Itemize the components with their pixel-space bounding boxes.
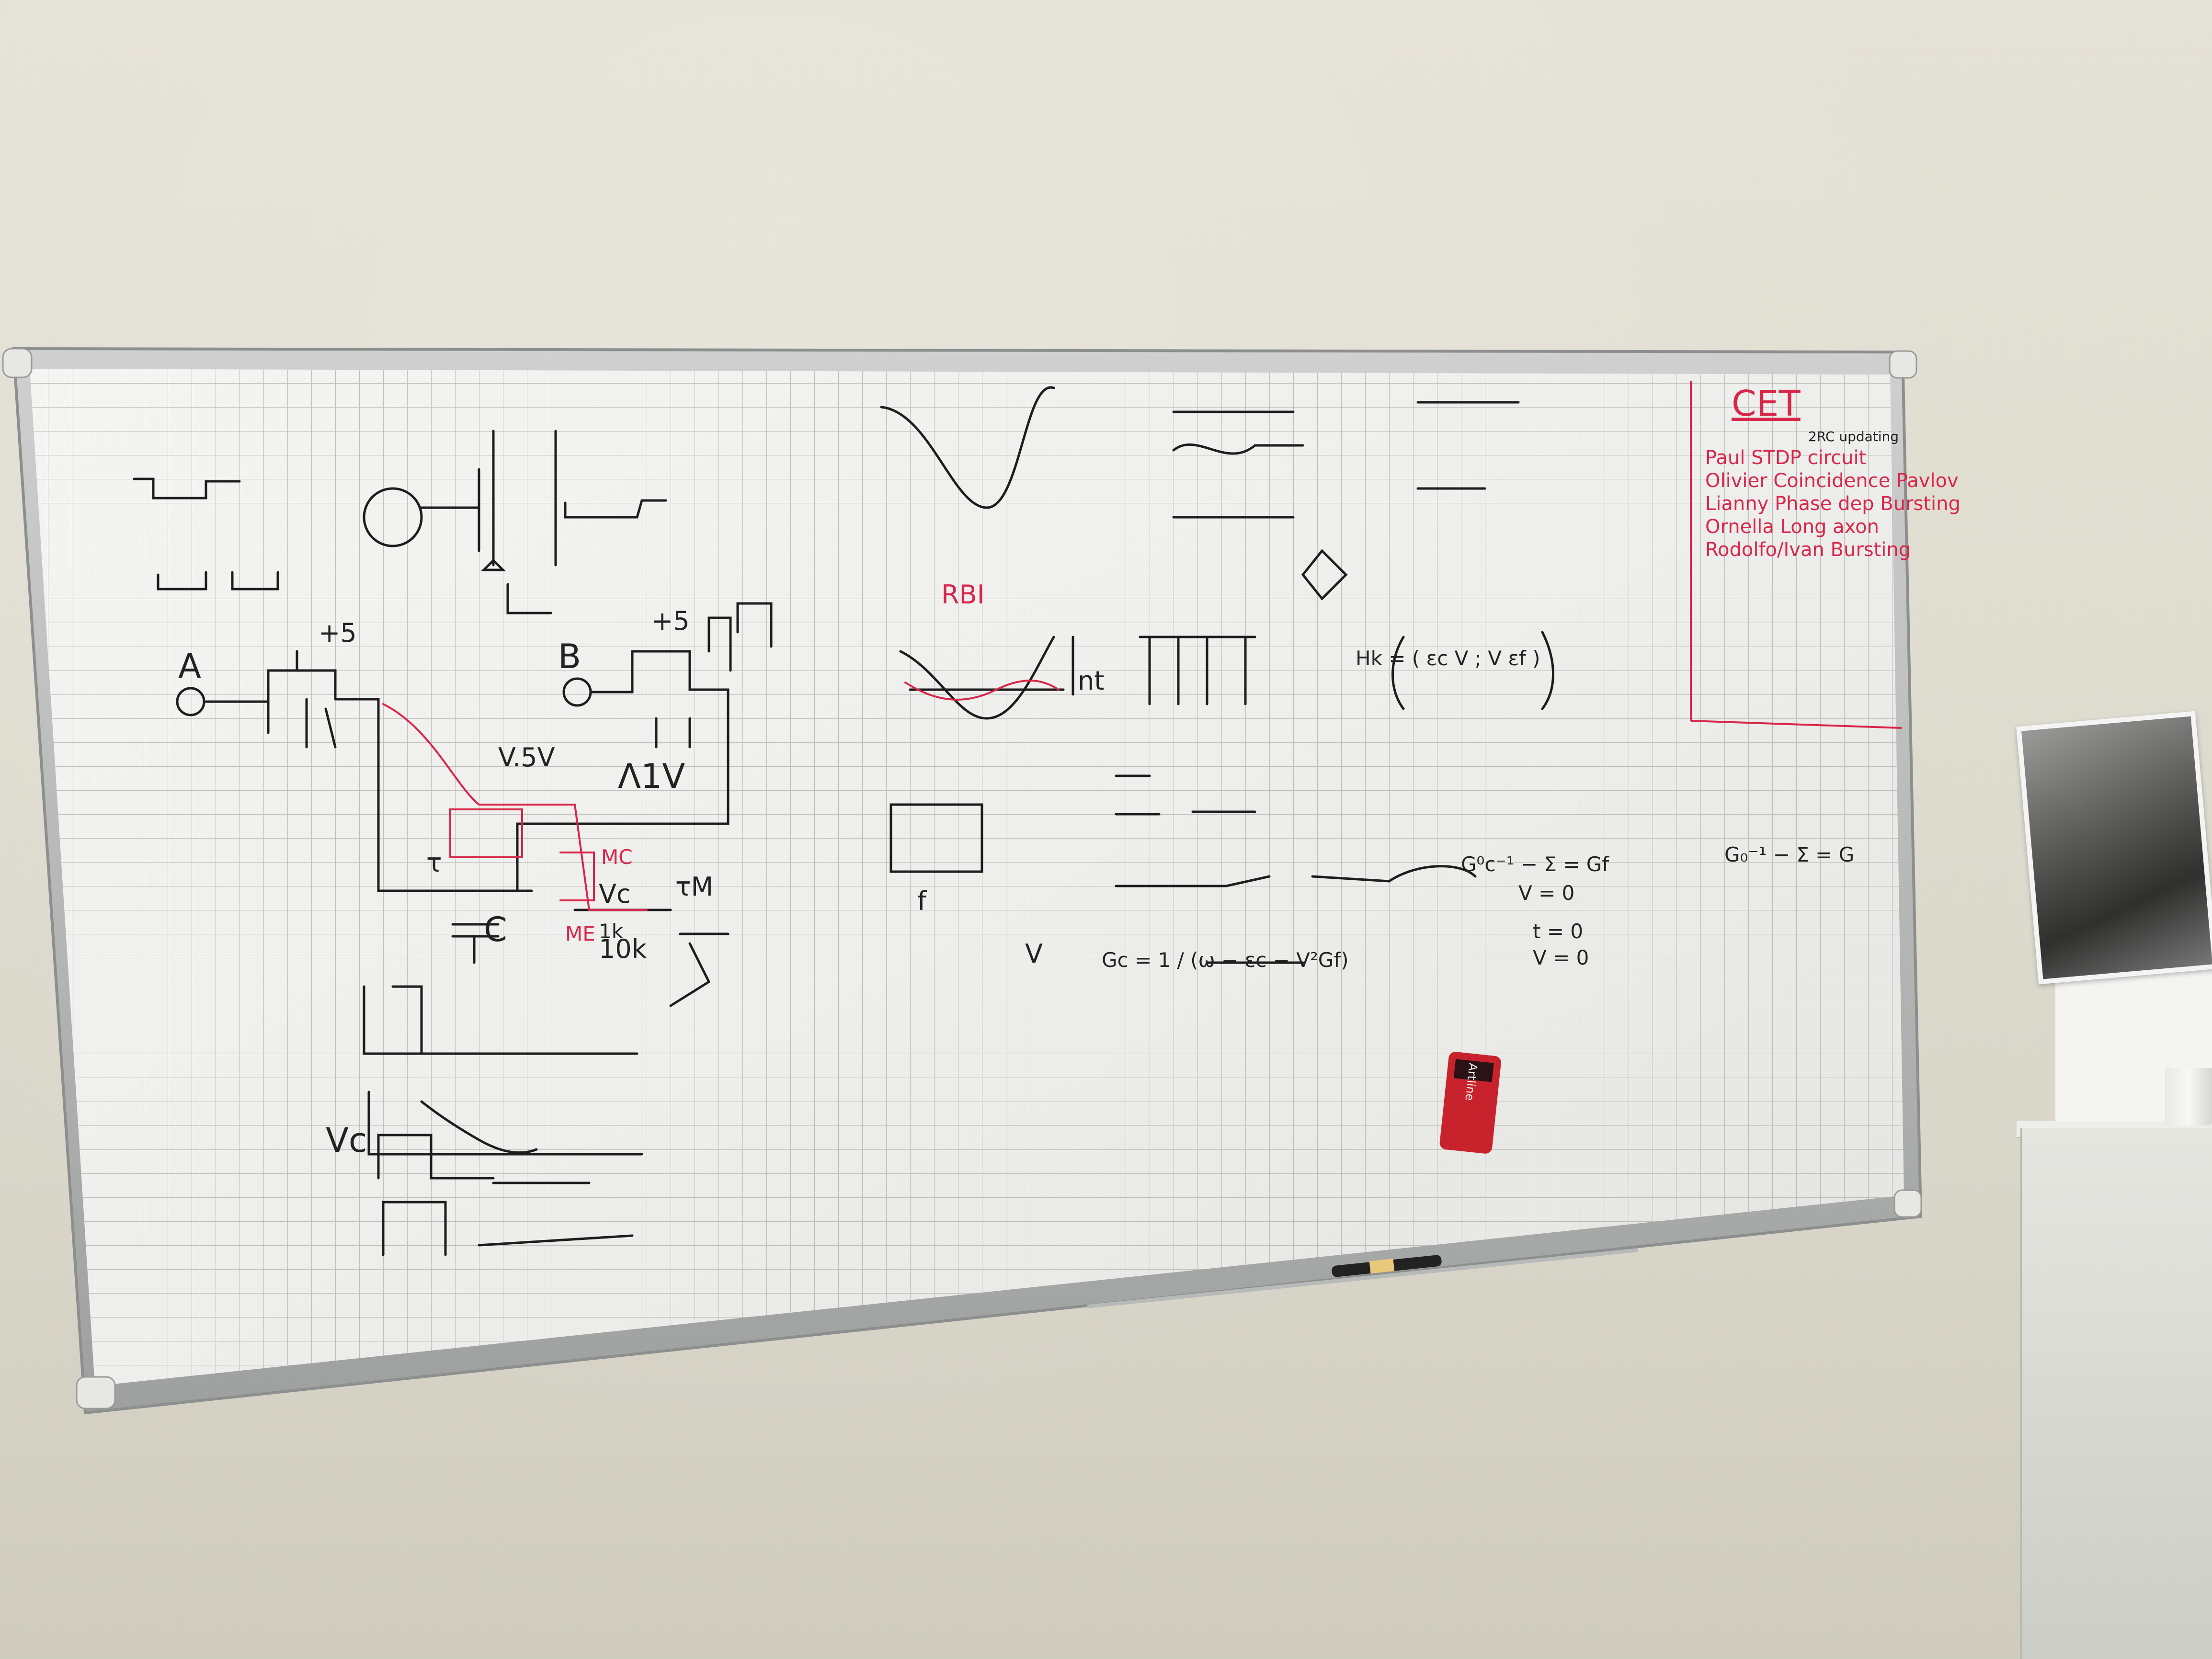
cet-line-4: Ornella Long axon xyxy=(1705,516,1879,538)
label-me: ME xyxy=(565,922,595,945)
cet-line-1: Paul STDP circuit xyxy=(1705,447,1867,469)
eraser[interactable] xyxy=(1439,1051,1502,1154)
label-lambda-v: Λ1V xyxy=(618,757,685,796)
plus5-a: +5 xyxy=(319,618,357,648)
cet-line-3: Lianny Phase dep Bursting xyxy=(1705,493,1961,515)
cet-line-2: Olivier Coincidence Pavlov xyxy=(1705,470,1959,492)
equation-g0: G₀⁻¹ − Σ = G xyxy=(1724,843,1855,866)
label-vc: Vc xyxy=(599,879,631,909)
ink-drawings xyxy=(133,386,1554,1256)
label-mc: MC xyxy=(601,845,633,869)
equation-v0b: V = 0 xyxy=(1533,946,1589,969)
label-rbi: RBI xyxy=(941,580,985,610)
cet-line-5: Rodolfo/Ivan Bursting xyxy=(1705,539,1911,561)
red-ink-drawings xyxy=(382,680,1060,911)
equation-t0: t = 0 xyxy=(1533,920,1584,943)
equation-hk: Hk = ( εc V ; V εf ) xyxy=(1356,647,1540,670)
label-tau: τ xyxy=(426,848,442,878)
label-10k: 10k xyxy=(599,934,647,964)
cet-title: CET xyxy=(1732,383,1801,424)
marker-cap xyxy=(1369,1258,1395,1274)
label-v: V xyxy=(1025,939,1043,969)
label-1k: 1k xyxy=(599,920,624,943)
label-f: f xyxy=(917,886,927,916)
plus5-b: +5 xyxy=(651,606,690,636)
label-b: B xyxy=(558,637,582,676)
cabinet xyxy=(2020,1128,2212,1659)
label-c: C xyxy=(484,910,507,949)
label-tau-m: τM xyxy=(675,872,714,902)
red-divider-line-h xyxy=(1690,720,1902,729)
label-vc-plot: Vc xyxy=(326,1121,367,1160)
label-nt: nt xyxy=(1078,666,1105,696)
pen-tray xyxy=(1087,1248,1639,1308)
frame-corner-tr xyxy=(1889,350,1917,379)
frame-corner-br xyxy=(1893,1189,1922,1218)
equation-gc: Gc = 1 / (ω − εc − V²Gf) xyxy=(1102,948,1349,972)
equation-gc0: G⁰c⁻¹ − Σ = Gf xyxy=(1461,852,1609,876)
cet-subtitle: 2RC updating xyxy=(1808,429,1899,444)
equation-v0: V = 0 xyxy=(1518,881,1575,905)
frame-corner-bl xyxy=(76,1376,116,1409)
label-a: A xyxy=(178,647,201,686)
mug xyxy=(2165,1068,2212,1125)
photo-print xyxy=(2016,711,2212,985)
label-vsv: V.5V xyxy=(498,742,555,773)
frame-corner-tl xyxy=(2,348,33,378)
